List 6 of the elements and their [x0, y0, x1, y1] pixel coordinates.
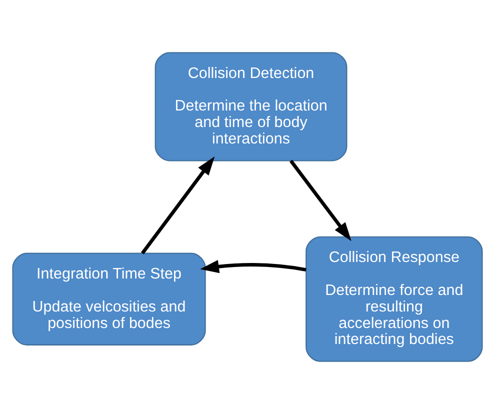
arrow: [140, 156, 215, 254]
node-box: Collision Detection Determine the location and time of body interactions: [154, 52, 348, 161]
node-box: Integration Time Step Update velcosities and positions of bodes: [12, 252, 206, 345]
arrow: [200, 260, 306, 273]
arrow: [289, 159, 352, 241]
node-box: Collision Response Determine force and resulting accelerations on interacting bodies: [306, 236, 483, 362]
